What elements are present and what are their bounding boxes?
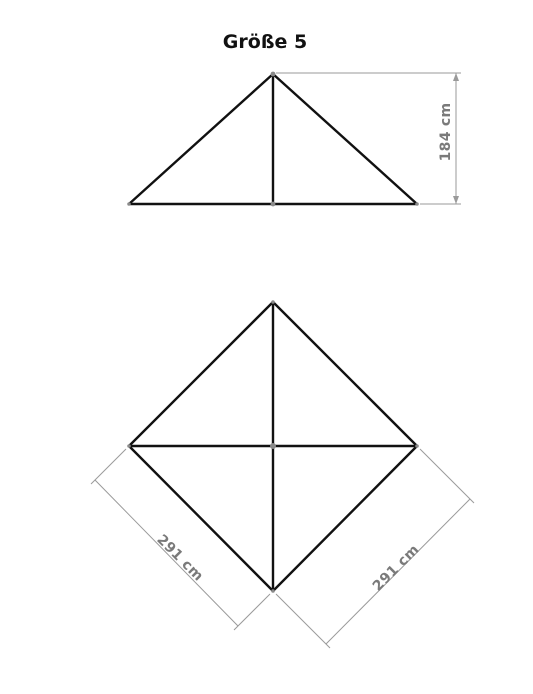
side-left-extension-a [90,448,127,485]
top-view-top-tip [271,300,275,304]
side-right-dimension: 291 cm [275,448,475,649]
side-view-right-strut [271,72,419,206]
side-right-dimension-line [325,498,471,645]
side-view-apex-joint [270,71,276,77]
side-left-dimension-line [94,479,239,627]
top-view-bottom-tip [271,589,275,593]
side-right-extension-b [275,593,331,649]
height-dimension-label: 184 cm [438,103,454,162]
top-view-edge-bottom-left [127,444,275,593]
top-view-edge-bottom-right [271,444,419,593]
top-view-center-hub [270,443,276,449]
side-view-left-strut [127,72,275,206]
top-view-left-tip [127,444,131,448]
height-arrow-bottom [453,196,459,204]
height-dimension: 184 cm [276,72,461,205]
height-arrow-top [453,73,459,81]
top-view-edge-top-right [271,300,419,448]
side-view-base-joint [270,201,276,207]
side-left-dimension: 291 cm [90,448,271,631]
side-view [127,71,419,207]
top-view [127,300,419,593]
side-view-right-tip [415,202,419,206]
side-right-dimension-label: 291 cm [370,542,423,595]
top-view-edge-top-left [127,300,275,448]
side-view-left-tip [127,202,131,206]
side-left-extension-b [233,593,271,631]
side-right-extension-a [419,448,475,504]
side-left-dimension-label: 291 cm [153,532,206,585]
diagram-title: Größe 5 [223,31,307,53]
top-view-right-tip [415,444,419,448]
